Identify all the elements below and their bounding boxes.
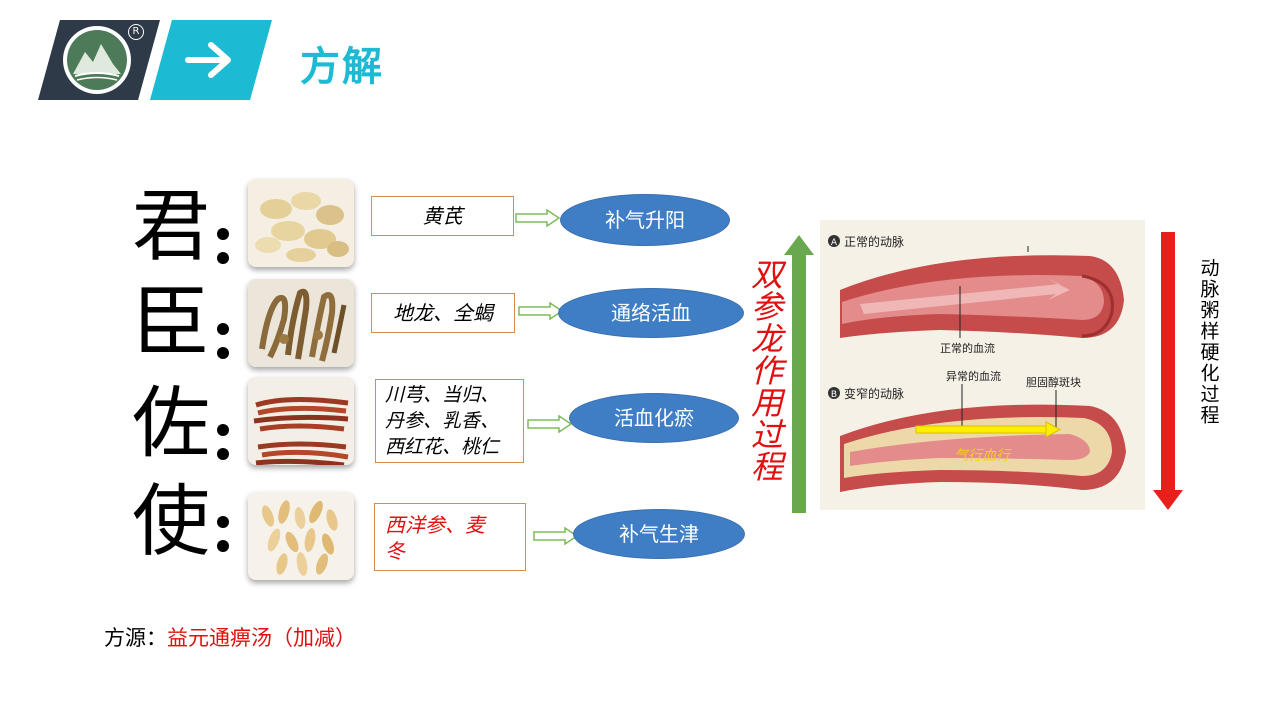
source-label: 方源： [104,626,167,650]
panel-a-title: 正常的动脉 [844,234,904,249]
herb-box-shi: 西洋参、麦 冬 [374,503,526,571]
brand-logo [63,26,131,94]
page-title: 方解 [300,44,384,90]
right-arrow-icon [185,42,231,78]
herb-name: 黄芪 [422,204,463,228]
role-jun: 君 [132,182,211,272]
green-up-arrow-icon [784,235,814,513]
herb-box-chen: 地龙、全蝎 [371,293,515,333]
effect-shi: 补气生津 [573,509,745,559]
red-down-arrow-icon [1153,232,1183,510]
arrow-tab [150,20,272,100]
plaque-label: 胆固醇斑块 [1026,375,1081,389]
herb-name: 川芎、当归、 [385,384,500,406]
panel-b-flow-label: 异常的血流 [946,369,1001,383]
astragalus-slices-image [248,179,354,267]
effect-zuo: 活血化瘀 [569,393,739,443]
process-label: 双参龙作用过程 [746,258,784,482]
herb-name: 冬 [385,539,405,563]
herb-box-zuo: 川芎、当归、 丹参、乳香、 西红花、桃仁 [375,379,524,463]
overlay-label: 气行血行 [954,448,1012,464]
panel-a-flow-label: 正常的血流 [940,341,995,355]
effect-jun: 补气升阳 [560,194,730,246]
atherosclerosis-label: 动脉粥样硬化过程 [1197,258,1220,426]
role-zuo: 佐 [132,379,211,469]
herb-name: 西红花、桃仁 [385,436,500,458]
herb-name: 西洋参、麦 [385,513,485,537]
hollow-arrow-icon [518,302,564,320]
earthworm-scorpion-image [248,279,354,367]
hollow-arrow-icon [515,209,561,227]
formula-source: 方源：益元通痹汤（加减） [104,622,356,652]
salvia-root-image [248,377,354,465]
artery-diagram: A 正常的动脉 正常的血流 B 变窄的动脉 异常的血流 胆固醇斑块 气行血行 [820,220,1145,510]
panel-b-title: 变窄的动脉 [844,386,904,401]
effect-chen: 通络活血 [558,288,744,338]
source-value: 益元通痹汤（加减） [167,626,356,650]
herb-box-jun: 黄芪 [371,196,514,236]
hollow-arrow-icon [527,415,573,433]
registered-mark: R [128,24,144,40]
hollow-arrow-icon [533,527,579,545]
herb-name: 地龙、全蝎 [393,301,493,325]
role-chen: 臣 [132,278,211,368]
role-shi: 使 [132,477,211,567]
panel-b-badge: B [831,390,837,400]
panel-a-badge: A [831,238,838,248]
herb-name: 丹参、乳香、 [385,410,500,432]
american-ginseng-image [248,492,354,580]
